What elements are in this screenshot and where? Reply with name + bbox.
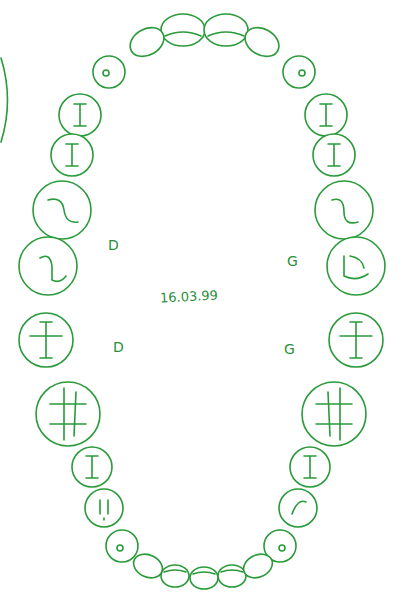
side-label: G: [287, 254, 298, 268]
side-label: D: [113, 340, 124, 354]
incisor-edge: [165, 32, 244, 36]
premolar-groove: [320, 104, 340, 166]
filling-mark: [117, 545, 123, 551]
filling-mark: [299, 70, 305, 76]
premolar-groove: [86, 456, 108, 520]
upper-molar: [19, 237, 77, 295]
molar-groove: [40, 199, 78, 281]
molar-groove: [332, 199, 368, 278]
molar-groove: [30, 322, 62, 358]
upper-canine: [93, 56, 125, 88]
premolar-groove: [66, 104, 86, 166]
molar-groove: [340, 322, 372, 358]
upper-incisor: [204, 14, 248, 46]
upper-incisor: [240, 22, 284, 63]
filling-mark: [103, 70, 109, 76]
lower-molar: [329, 313, 383, 367]
side-label: G: [284, 342, 295, 356]
premolar-groove: [292, 456, 316, 514]
upper-canine: [283, 56, 315, 88]
side-label: D: [108, 238, 119, 252]
upper-incisor: [125, 22, 169, 63]
upper-molar: [33, 181, 91, 239]
lower-molar: [36, 382, 100, 446]
filling-mark: [279, 545, 285, 551]
molar-groove: [50, 388, 86, 440]
lower-canine: [106, 530, 138, 562]
lower-incisor: [190, 567, 218, 589]
date-label: 16.03.99: [160, 288, 218, 304]
upper-molar: [327, 237, 385, 295]
lower-incisor: [240, 550, 276, 583]
cut-outline: [1, 58, 8, 142]
molar-groove: [316, 388, 352, 440]
lower-molar: [19, 313, 73, 367]
lower-incisor: [161, 565, 189, 587]
lower-premolar: [85, 489, 123, 527]
lower-incisor: [218, 565, 246, 587]
lower-molar: [302, 382, 366, 446]
lower-premolar: [279, 489, 317, 527]
upper-incisor: [161, 14, 205, 46]
incisor-edge: [164, 570, 243, 574]
